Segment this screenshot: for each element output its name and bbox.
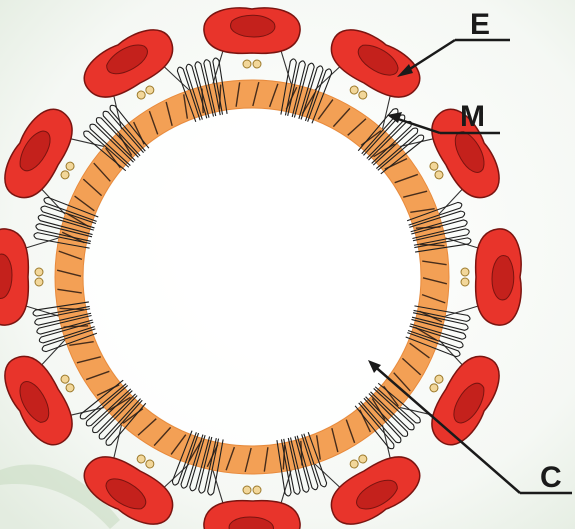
- red-body-e: [476, 229, 522, 325]
- bead: [35, 268, 43, 276]
- bead: [253, 486, 261, 494]
- red-body-inner: [231, 15, 275, 37]
- bead: [243, 60, 251, 68]
- label-e: E: [470, 8, 490, 41]
- red-body-e: [0, 229, 28, 325]
- label-m: M: [460, 100, 485, 133]
- bead: [253, 60, 261, 68]
- bead: [35, 278, 43, 286]
- bead: [243, 486, 251, 494]
- bead: [461, 278, 469, 286]
- red-body-inner: [492, 256, 514, 300]
- label-c: C: [540, 461, 562, 494]
- bead: [461, 268, 469, 276]
- red-body-e: [204, 8, 300, 54]
- red-body-e: [204, 501, 300, 529]
